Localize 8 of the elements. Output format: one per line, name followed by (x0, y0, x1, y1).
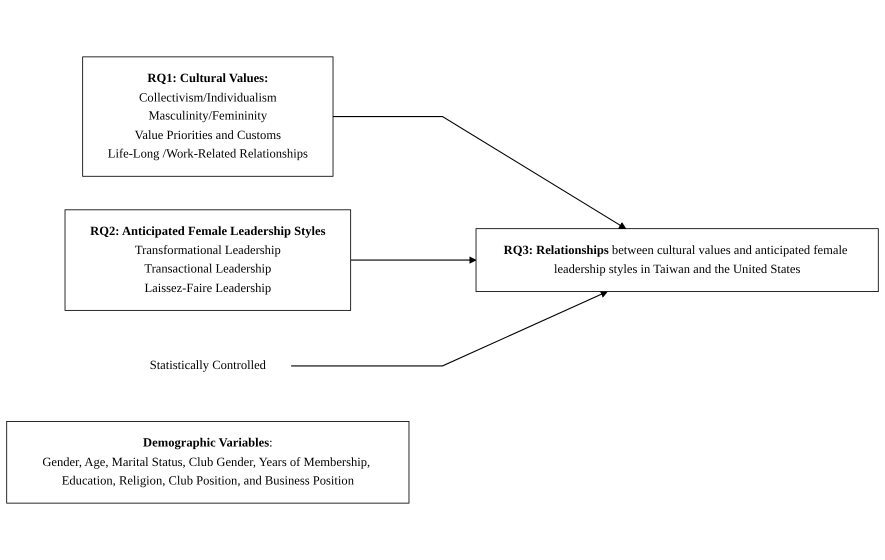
node-box (476, 228, 879, 292)
node-text: Statistically Controlled (150, 358, 266, 372)
node-box (6, 421, 410, 504)
arrow (350, 256, 476, 264)
arrow (291, 290, 608, 366)
node-box (64, 209, 352, 311)
arrow (333, 116, 626, 229)
node-box (82, 56, 334, 177)
